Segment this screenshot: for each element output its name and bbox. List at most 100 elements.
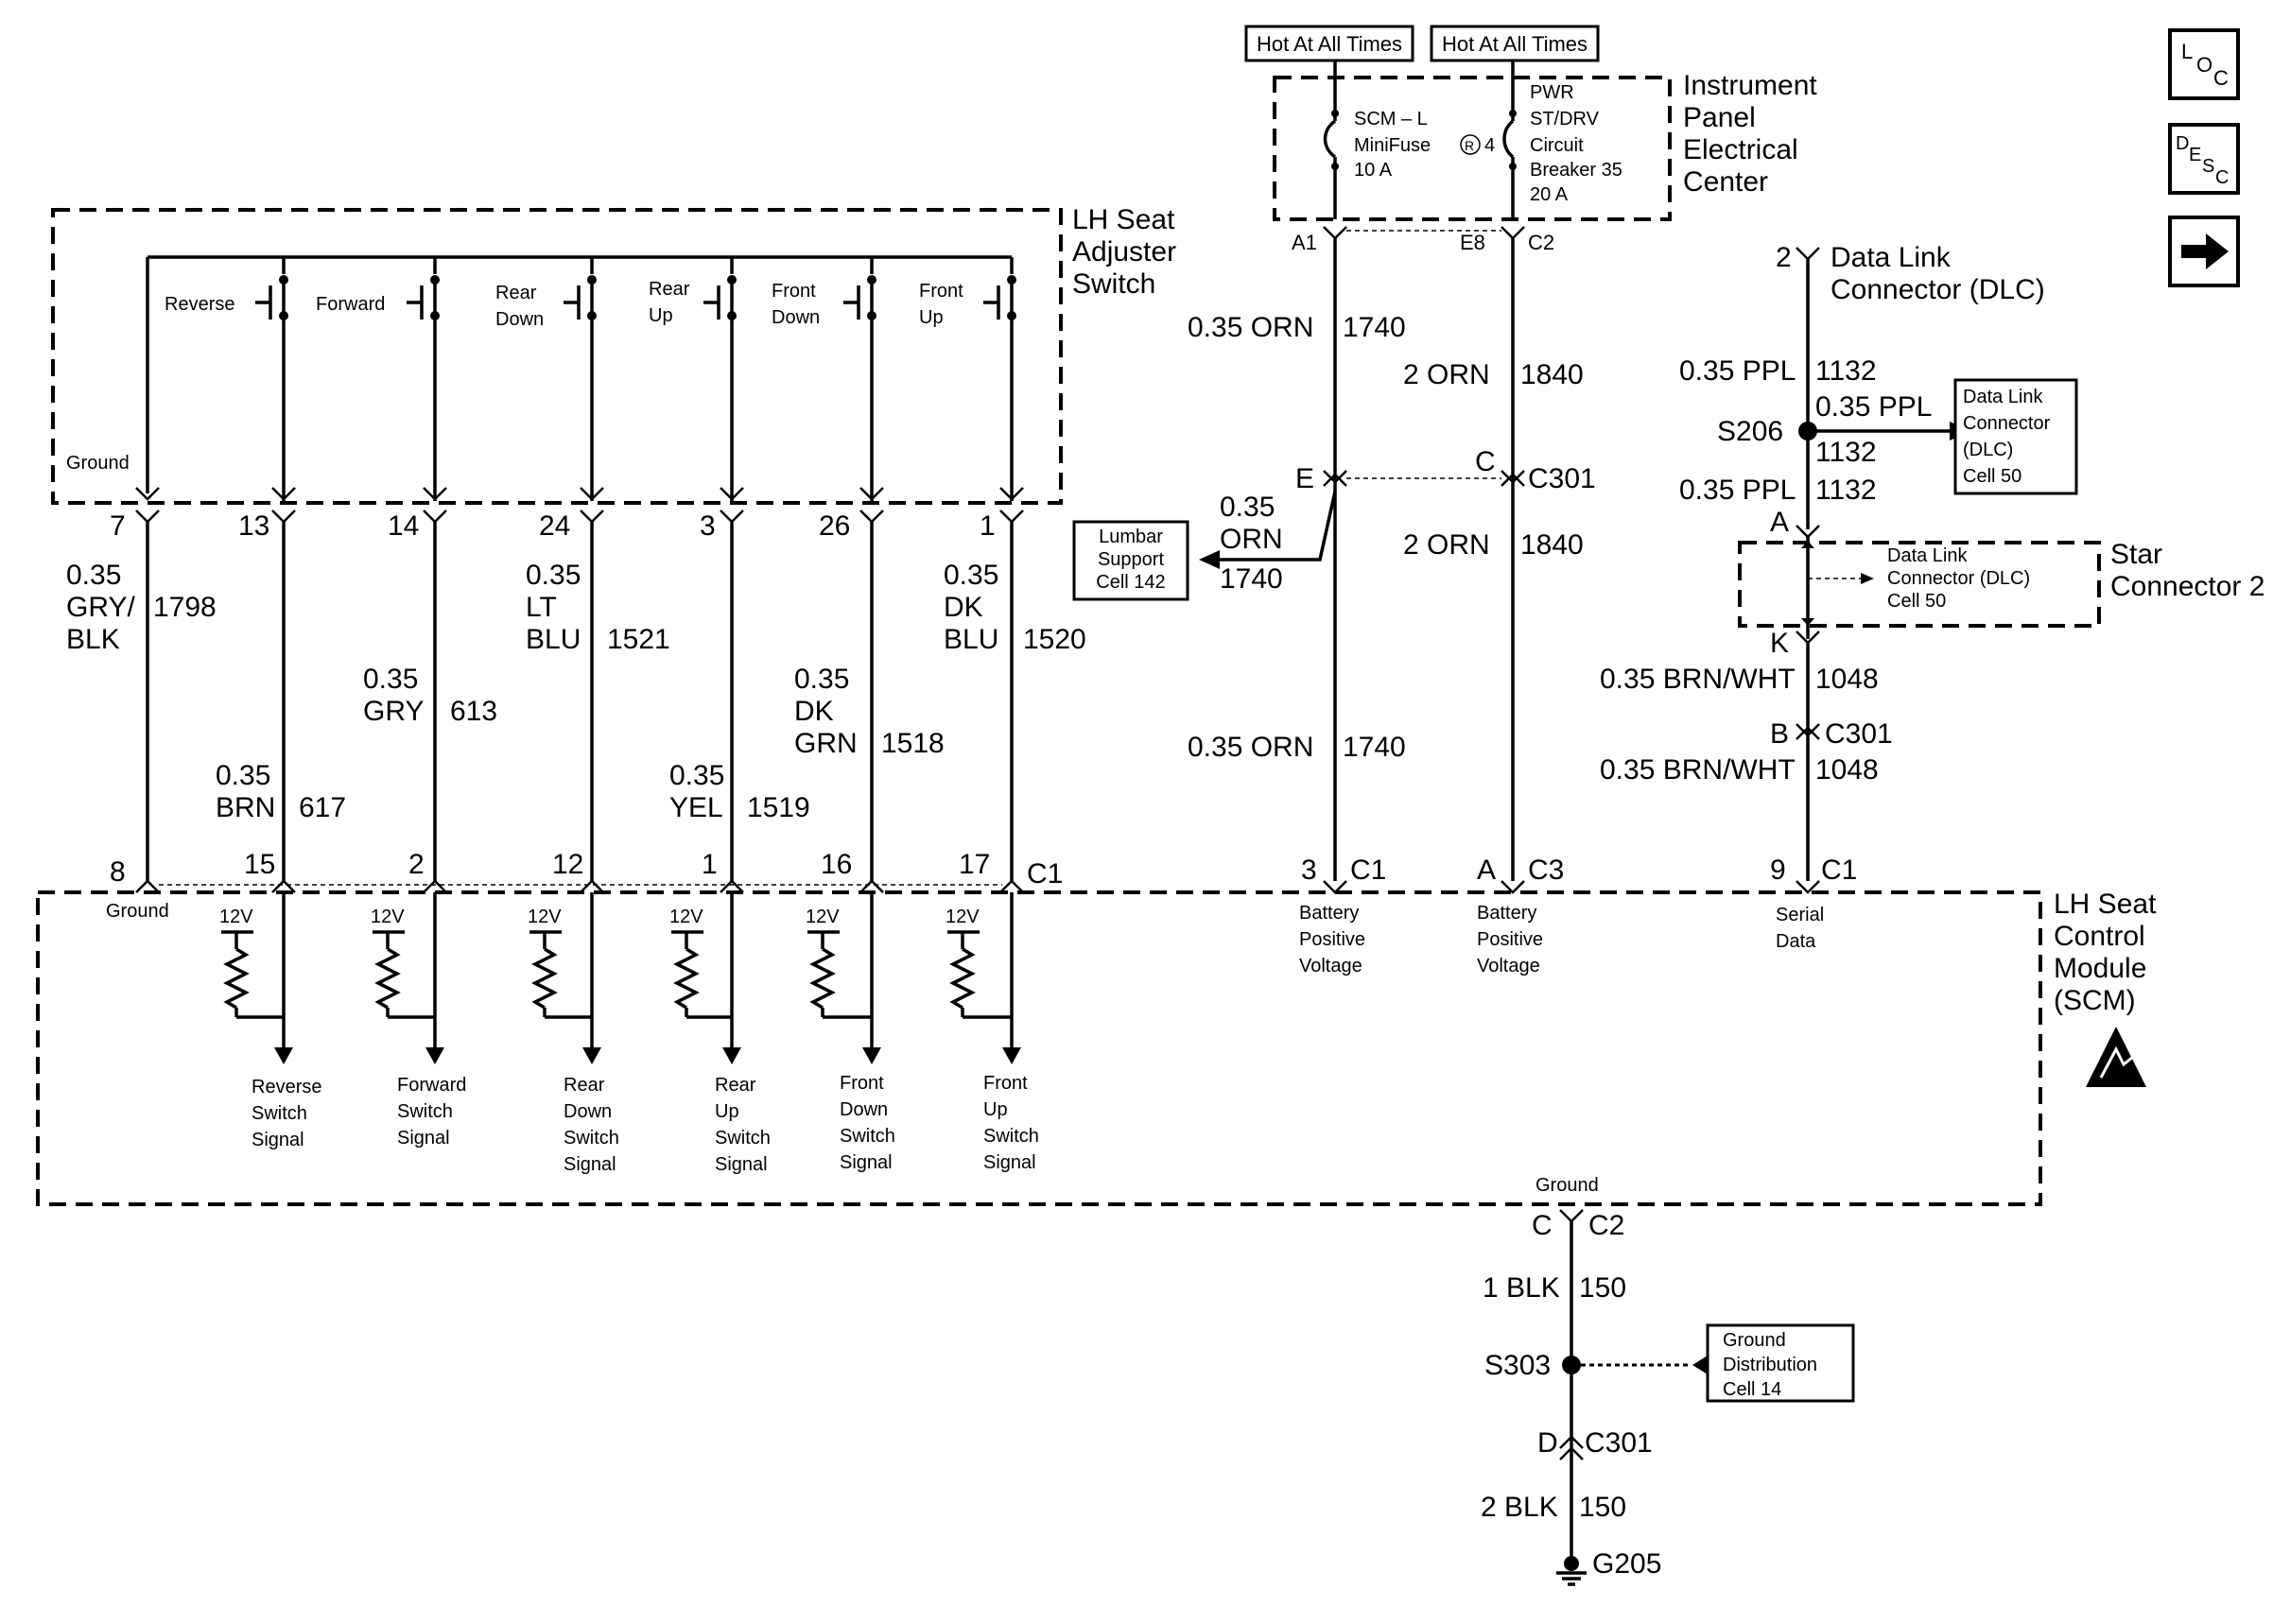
- svg-text:12V: 12V: [219, 907, 253, 927]
- dlc-reference-box[interactable]: Data Link Connector (DLC) Cell 50: [1953, 378, 2078, 495]
- svg-text:R: R: [1465, 138, 1474, 153]
- svg-text:ST/DRV: ST/DRV: [1530, 109, 1600, 130]
- svg-text:Switch: Switch: [715, 1128, 771, 1149]
- svg-text:0.35: 0.35: [669, 760, 724, 791]
- svg-text:Front: Front: [840, 1073, 884, 1094]
- wire-613-label: 0.35 GRY 613: [363, 664, 497, 727]
- svg-text:1740: 1740: [1343, 312, 1406, 343]
- svg-text:Data Link: Data Link: [1963, 387, 2043, 407]
- svg-text:Positive: Positive: [1299, 929, 1365, 950]
- svg-text:0.35 ORN: 0.35 ORN: [1188, 732, 1313, 763]
- scm-power-data-pins: 3 C1 A C3 9 C1 Battery Positive Voltage …: [1299, 855, 1857, 976]
- svg-text:1521: 1521: [607, 624, 670, 655]
- svg-text:0.35: 0.35: [1220, 492, 1275, 523]
- svg-text:Rear: Rear: [495, 283, 537, 303]
- description-button[interactable]: D E S C: [2168, 123, 2240, 195]
- svg-text:DK: DK: [944, 592, 983, 623]
- next-page-button[interactable]: [2168, 216, 2240, 287]
- svg-text:Switch: Switch: [983, 1126, 1039, 1147]
- svg-text:C: C: [2215, 167, 2229, 188]
- svg-text:Distribution: Distribution: [1723, 1355, 1817, 1375]
- switch-front-up: Front Up: [919, 257, 1016, 501]
- wire-labels-left: 0.35 GRY/ BLK 1798 0.35 BRN 617 0.35 GRY…: [66, 560, 1086, 823]
- svg-text:S206: S206: [1717, 416, 1783, 447]
- svg-text:150: 150: [1579, 1492, 1626, 1523]
- lh-seat-control-module: LH Seat Control Module (SCM) 8 15 2 12 1…: [36, 849, 2157, 1206]
- svg-text:Connector: Connector: [1963, 413, 2051, 434]
- svg-text:9: 9: [1770, 855, 1786, 886]
- switch-to-scm-wires: [146, 522, 1014, 881]
- svg-text:Hot At All Times: Hot At All Times: [1442, 32, 1588, 56]
- svg-text:(SCM): (SCM): [2054, 985, 2136, 1016]
- svg-text:C1: C1: [1350, 855, 1386, 886]
- svg-text:BRN: BRN: [216, 792, 275, 823]
- svg-text:Cell 50: Cell 50: [1963, 466, 2021, 487]
- svg-text:12: 12: [552, 849, 583, 880]
- lumbar-support-reference[interactable]: Lumbar Support Cell 142: [1072, 520, 1189, 601]
- switch-reverse: Reverse: [165, 257, 288, 501]
- svg-text:GRN: GRN: [794, 728, 858, 759]
- svg-text:BLU: BLU: [526, 624, 581, 655]
- svg-text:3: 3: [1301, 855, 1317, 886]
- svg-text:A1: A1: [1292, 231, 1317, 254]
- svg-text:Data Link: Data Link: [1831, 242, 1952, 273]
- svg-text:(DLC): (DLC): [1963, 440, 2013, 460]
- svg-text:O: O: [2196, 53, 2212, 77]
- pullup-front-down: 12V Front Down Switch Signal: [806, 892, 895, 1173]
- location-button[interactable]: L O C: [2168, 28, 2240, 100]
- svg-text:Switch: Switch: [252, 1103, 307, 1124]
- svg-text:17: 17: [959, 849, 990, 880]
- svg-text:Signal: Signal: [715, 1154, 768, 1175]
- svg-text:Circuit: Circuit: [1530, 135, 1584, 156]
- svg-text:MiniFuse: MiniFuse: [1354, 135, 1431, 156]
- wire-1520-label: 0.35 DK BLU 1520: [944, 560, 1086, 655]
- svg-text:0.35 ORN: 0.35 ORN: [1188, 312, 1313, 343]
- ground-circuit: C C2 1 BLK 150 S303 Ground Distribution …: [1481, 1209, 1855, 1586]
- svg-text:Up: Up: [983, 1099, 1008, 1120]
- ground-distribution-reference[interactable]: Ground Distribution Cell 14: [1706, 1323, 1855, 1403]
- svg-text:A: A: [1770, 507, 1789, 538]
- svg-text:Signal: Signal: [564, 1154, 616, 1175]
- svg-text:Ground: Ground: [66, 453, 130, 474]
- svg-text:C2: C2: [1528, 231, 1554, 254]
- svg-text:150: 150: [1579, 1272, 1626, 1304]
- svg-text:0.35: 0.35: [363, 664, 418, 695]
- svg-text:Electrical: Electrical: [1683, 134, 1798, 165]
- svg-text:C: C: [1475, 446, 1496, 477]
- svg-text:Rear: Rear: [649, 279, 690, 300]
- right-arrow-icon: [2181, 233, 2229, 269]
- svg-text:K: K: [1770, 628, 1789, 659]
- svg-text:0.35 PPL: 0.35 PPL: [1679, 475, 1796, 506]
- hot-at-all-times-labels: Hot At All Times Hot At All Times: [1244, 25, 1600, 78]
- svg-text:14: 14: [388, 510, 419, 542]
- svg-text:B: B: [1770, 718, 1789, 750]
- svg-text:Forward: Forward: [316, 294, 385, 315]
- svg-text:A: A: [1477, 855, 1496, 886]
- pullup-reverse: 12V Reverse Switch Signal: [219, 892, 321, 1150]
- svg-text:0.35: 0.35: [944, 560, 998, 591]
- svg-text:1518: 1518: [881, 728, 945, 759]
- svg-text:Front: Front: [983, 1073, 1028, 1094]
- svg-text:2 ORN: 2 ORN: [1403, 529, 1490, 561]
- svg-text:3: 3: [700, 510, 716, 542]
- svg-text:Adjuster: Adjuster: [1072, 236, 1176, 268]
- svg-text:1132: 1132: [1815, 437, 1877, 468]
- svg-text:E: E: [2189, 145, 2201, 165]
- svg-text:Center: Center: [1683, 166, 1768, 198]
- svg-text:Module: Module: [2054, 953, 2146, 984]
- pullup-front-up: 12V Front Up Switch Signal: [946, 892, 1039, 1173]
- svg-text:0.35 BRN/WHT: 0.35 BRN/WHT: [1600, 754, 1796, 786]
- wire-617-label: 0.35 BRN 617: [216, 760, 346, 823]
- svg-text:D: D: [2176, 133, 2189, 154]
- svg-text:GRY/: GRY/: [66, 592, 135, 623]
- svg-text:8: 8: [110, 856, 126, 888]
- svg-text:L: L: [2181, 40, 2193, 63]
- location-icon: L O C: [2181, 40, 2229, 90]
- svg-text:Forward: Forward: [397, 1075, 466, 1096]
- svg-text:C: C: [1532, 1210, 1553, 1241]
- svg-text:Battery: Battery: [1299, 903, 1359, 924]
- svg-text:12V: 12V: [806, 907, 840, 927]
- svg-text:12V: 12V: [371, 907, 405, 927]
- svg-text:Signal: Signal: [252, 1130, 304, 1150]
- svg-text:LT: LT: [526, 592, 557, 623]
